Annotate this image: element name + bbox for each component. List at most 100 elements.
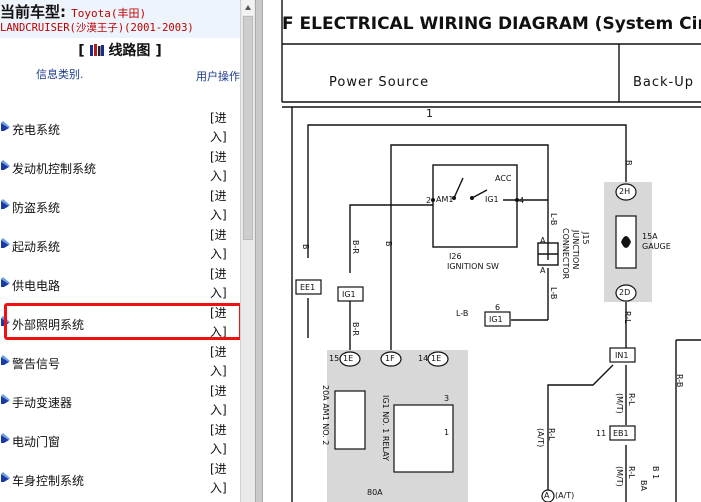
list-item-label: 外部照明系统 — [12, 318, 85, 332]
list-item-label: 供电电路 — [12, 279, 61, 293]
list-item[interactable]: 车身控制系统 [进入] — [0, 460, 240, 499]
wire-b-gauge: B — [624, 160, 633, 166]
junction-connector-desc1: JUNCTION — [571, 230, 580, 270]
wire-rl-bot: R-L — [627, 466, 636, 479]
pen-icon — [1, 355, 10, 365]
gauge-fuse-amps: 15A — [642, 232, 658, 241]
list-item-label: 起动系统 — [12, 240, 61, 254]
wire-lb-h: L-B — [456, 309, 469, 318]
list-item[interactable]: 充电系统 [进入] — [0, 109, 240, 148]
enter-link[interactable]: [进入] — [210, 150, 227, 183]
list-item[interactable]: 警告信号 [进入] — [0, 343, 240, 382]
list-item-label: 警告信号 — [12, 357, 61, 371]
wire-at: (A/T) — [536, 428, 545, 448]
connector-1e-a-pin: 15 — [329, 354, 340, 363]
enter-link[interactable]: [进入] — [210, 267, 227, 300]
enter-link[interactable]: [进入] — [210, 228, 227, 261]
wire-br-upper: B-R — [351, 240, 360, 254]
diagram-title: F ELECTRICAL WIRING DIAGRAM (System Circ — [282, 14, 701, 34]
connector-1e-b: 1E — [431, 354, 442, 363]
scrollbar[interactable] — [240, 0, 255, 502]
list-item-highlighted[interactable]: 外部照明系统 [进入] — [0, 304, 240, 343]
list-item-label: 手动变速器 — [12, 396, 73, 410]
scroll-up-button[interactable] — [242, 0, 254, 15]
selection-highlight — [4, 303, 240, 340]
junction-connector-desc2: CONNECTOR — [561, 228, 570, 280]
ignition-switch-name: I26 — [449, 252, 462, 261]
relay-label: IG1 NO. 1 RELAY — [381, 395, 390, 461]
arrow-up-icon — [245, 5, 251, 10]
scrollbar-thumb[interactable] — [243, 16, 253, 240]
connector-pin-a: A — [544, 491, 550, 500]
wiring-diagram — [281, 0, 701, 502]
connector-1e-a: 1E — [343, 354, 354, 363]
ignition-acc: ACC — [495, 174, 512, 183]
list-item-label: 电动门窗 — [12, 435, 61, 449]
pen-icon — [1, 160, 10, 170]
page-number: 1 — [426, 107, 433, 120]
connector-ig1-left: IG1 — [342, 290, 356, 299]
list-item[interactable]: 防盗系统 [进入] — [0, 187, 240, 226]
pen-icon — [1, 238, 10, 248]
connector-ee1: EE1 — [300, 283, 316, 292]
connector-eb1: EB1 — [613, 429, 629, 438]
section-title: [ 线路图 ] — [78, 43, 162, 59]
relay-pin1: 1 — [444, 428, 450, 437]
pen-icon — [1, 121, 10, 131]
column-header-action: 用户操作 — [196, 70, 240, 83]
wire-b-top: B — [384, 241, 393, 247]
wire-rl-at: R-L — [547, 428, 556, 441]
list-item[interactable]: 电动门窗 [进入] — [0, 421, 240, 460]
vehicle-info-panel: 当前车型: Toyota(丰田) LANDCRUISER(沙漠王子)(2001-… — [0, 0, 240, 502]
pen-icon — [1, 199, 10, 209]
connector-1f: 1F — [385, 354, 395, 363]
wire-lb-a: L-B — [549, 213, 558, 226]
list-item-label: 充电系统 — [12, 123, 61, 137]
band-back-up: Back-Up — [633, 75, 695, 90]
vehicle-make: Toyota(丰田) — [71, 7, 147, 20]
list-item-label: 防盗系统 — [12, 201, 61, 215]
list-item[interactable]: 手动变速器 [进入] — [0, 382, 240, 421]
wiring-diagram-panel: F ELECTRICAL WIRING DIAGRAM (System Circ… — [263, 0, 701, 502]
connector-in1: IN1 — [615, 351, 629, 360]
vehicle-header: 当前车型: Toyota(丰田) LANDCRUISER(沙漠王子)(2001-… — [0, 0, 240, 38]
enter-link[interactable]: [进入] — [210, 423, 227, 456]
enter-link[interactable]: [进入] — [210, 384, 227, 417]
list-item[interactable]: 起动系统 [进入] — [0, 226, 240, 265]
current-vehicle-label: 当前车型: — [0, 3, 66, 21]
list-item-label: 发动机控制系统 — [12, 162, 97, 176]
enter-link[interactable]: [进入] — [210, 345, 227, 378]
ignition-switch-desc: IGNITION SW — [447, 262, 499, 271]
am1-fuse-label: 20A AM1 NO. 2 — [321, 385, 330, 446]
wire-rl-a: R-L — [623, 311, 632, 324]
ignition-pin-left: 2 — [426, 196, 432, 205]
wire-b1: B 1 — [651, 466, 660, 480]
wire-mt2: (M/T) — [615, 466, 624, 487]
connector-1e-b-pin: 14 — [418, 354, 429, 363]
list-item-label: 车身控制系统 — [12, 474, 85, 488]
list-item[interactable]: 供电电路 [进入] — [0, 265, 240, 304]
connector-2d: 2D — [619, 288, 631, 297]
ignition-am1: AM1 — [436, 195, 454, 204]
pen-icon — [1, 394, 10, 404]
list-item[interactable]: 发动机控制系统 [进入] — [0, 148, 240, 187]
connector-ig1-mid: IG1 — [489, 315, 503, 324]
wire-b-left: B — [301, 244, 310, 250]
connector-eb1-pin: 11 — [596, 429, 607, 438]
enter-link[interactable]: [进入] — [210, 462, 227, 495]
vehicle-model: LANDCRUISER(沙漠王子)(2001-2003) — [0, 22, 194, 34]
wire-lb-b: L-B — [549, 287, 558, 300]
band-power-source: Power Source — [329, 75, 430, 90]
enter-link[interactable]: [进入] — [210, 306, 227, 339]
frame-divider[interactable] — [255, 0, 263, 502]
section-title-text: 线路图 — [108, 43, 151, 59]
wire-rl-mt: R-L — [627, 393, 636, 406]
wire-br-lower: B-R — [351, 322, 360, 336]
pen-icon — [1, 277, 10, 287]
wire-ba: BA — [639, 480, 648, 491]
wire-mt: (M/T) — [615, 393, 624, 414]
gauge-fuse-desc: GAUGE — [642, 242, 671, 251]
enter-link[interactable]: [进入] — [210, 189, 227, 222]
column-header-category: 信息类别. — [36, 68, 84, 81]
enter-link[interactable]: [进入] — [210, 111, 227, 144]
